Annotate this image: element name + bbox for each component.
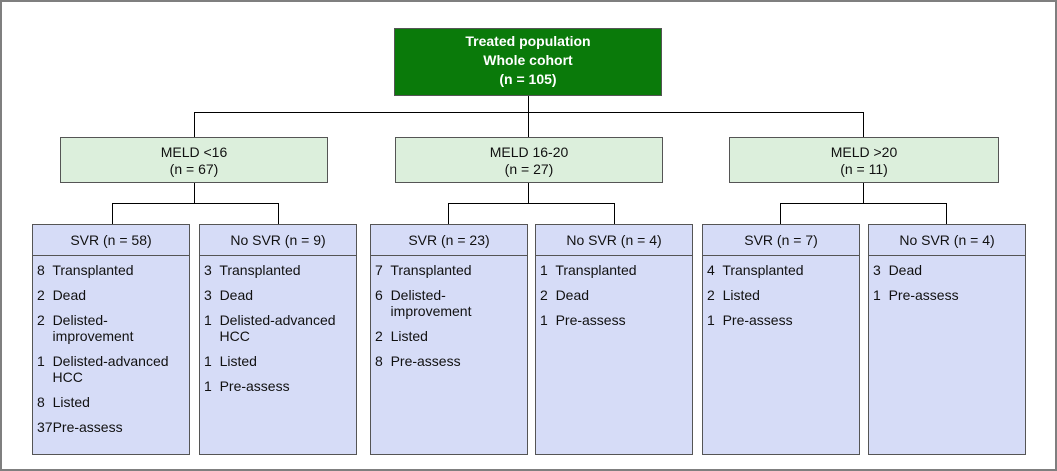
branch-title: No SVR (n = 9)	[200, 225, 356, 256]
meld-count: (n = 67)	[169, 161, 219, 177]
outcome-item: 1 Listed	[204, 353, 257, 369]
outcome-list: 7 Transplanted 6 Delisted- improvement 2 L…	[371, 256, 527, 369]
connector-g3-horizontal	[780, 203, 946, 204]
outcome-item: 8 Transplanted	[37, 262, 134, 278]
branch-title: SVR (n = 23)	[371, 225, 527, 256]
outcome-item: 2 Listed	[707, 287, 760, 303]
outcome-list: 3 Transplanted 3 Dead 1 Delisted-advanced …	[200, 256, 356, 394]
meld-label: MELD <16	[160, 144, 228, 160]
outcome-list: 3 Dead 1 Pre-assess	[869, 256, 1025, 303]
meld-count: (n = 27)	[504, 161, 554, 177]
connector-g1-left	[112, 203, 113, 225]
outcome-item: 3 Transplanted	[204, 262, 301, 278]
branch-nosvr-mid: No SVR (n = 4) 1 Transplanted 2 Dead 1 Pre…	[535, 224, 693, 455]
connector-g3-left	[780, 203, 781, 225]
root-title: Treated population	[465, 33, 591, 49]
connector-g2-down	[528, 183, 529, 203]
branch-title: No SVR (n = 4)	[869, 225, 1025, 256]
connector-g3-down	[863, 183, 864, 203]
outcome-item: 8 Pre-assess	[375, 353, 461, 369]
branch-nosvr-high: No SVR (n = 4) 3 Dead 1 Pre-assess	[868, 224, 1026, 455]
connector-meld3-up	[863, 112, 864, 137]
outcome-item: 2 Delisted- improvement	[37, 312, 134, 344]
meld-label: MELD 16-20	[489, 144, 569, 160]
outcome-item: 3 Dead	[873, 262, 923, 278]
outcome-item: 1 Delisted-advanced HCC	[37, 353, 169, 385]
branch-title: SVR (n = 7)	[703, 225, 859, 256]
connector-g3-right	[946, 203, 947, 225]
connector-g2-right	[614, 203, 615, 225]
outcome-item: 1 Transplanted	[540, 262, 637, 278]
outcome-item: 1 Pre-assess	[204, 378, 290, 394]
branch-nosvr-low: No SVR (n = 9) 3 Transplanted 3 Dead 1 Del…	[199, 224, 357, 455]
connector-g1-horizontal	[112, 203, 278, 204]
outcome-item: 2 Listed	[375, 328, 428, 344]
meld-node-mid: MELD 16-20 (n = 27)	[395, 137, 663, 183]
meld-label: MELD >20	[830, 144, 898, 160]
outcome-list: 4 Transplanted 2 Listed 1 Pre-assess	[703, 256, 859, 328]
outcome-item: 3 Dead	[204, 287, 254, 303]
branch-title: SVR (n = 58)	[33, 225, 189, 256]
connector-root-down	[528, 96, 529, 112]
outcome-list: 8 Transplanted 2 Dead 2 Delisted- improvem…	[33, 256, 189, 435]
outcome-item: 2 Dead	[37, 287, 87, 303]
connector-g2-left	[448, 203, 449, 225]
meld-count: (n = 11)	[840, 161, 888, 177]
connector-g2-horizontal	[448, 203, 614, 204]
outcome-item: 6 Delisted- improvement	[375, 287, 472, 319]
meld-node-high: MELD >20 (n = 11)	[729, 137, 999, 183]
outcome-item: 37Pre-assess	[37, 419, 123, 435]
outcome-item: 1 Delisted-advanced HCC	[204, 312, 336, 344]
connector-root-horizontal	[194, 112, 864, 113]
outcome-item: 7 Transplanted	[375, 262, 472, 278]
root-node: Treated population Whole cohort (n = 105…	[394, 28, 662, 96]
root-count: (n = 105)	[499, 71, 557, 87]
branch-svr-mid: SVR (n = 23) 7 Transplanted 6 Delisted- i…	[370, 224, 528, 455]
outcome-item: 1 Pre-assess	[707, 312, 793, 328]
outcome-item: 1 Pre-assess	[873, 287, 959, 303]
root-subtitle: Whole cohort	[483, 52, 573, 68]
outcome-item: 1 Pre-assess	[540, 312, 626, 328]
outcome-item: 2 Dead	[540, 287, 590, 303]
outcome-item: 8 Listed	[37, 394, 90, 410]
connector-meld1-up	[194, 112, 195, 137]
branch-title: No SVR (n = 4)	[536, 225, 692, 256]
connector-g1-right	[278, 203, 279, 225]
branch-svr-low: SVR (n = 58) 8 Transplanted 2 Dead 2 Delis…	[32, 224, 190, 455]
outcome-list: 1 Transplanted 2 Dead 1 Pre-assess	[536, 256, 692, 328]
connector-g1-down	[194, 183, 195, 203]
branch-svr-high: SVR (n = 7) 4 Transplanted 2 Listed 1 Pre-…	[702, 224, 860, 455]
meld-node-low: MELD <16 (n = 67)	[60, 137, 328, 183]
outcome-item: 4 Transplanted	[707, 262, 804, 278]
connector-meld2-up	[528, 112, 529, 137]
